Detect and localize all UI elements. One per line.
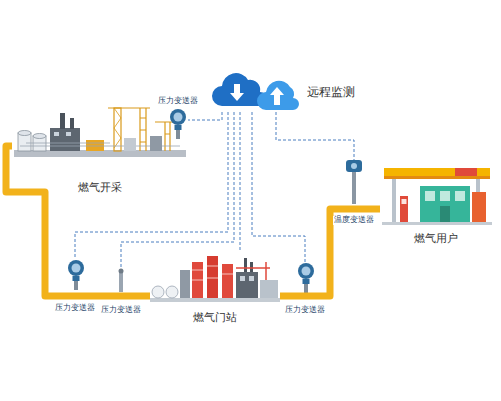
signal-link [188,112,222,120]
node-label: 燃气门站 [192,312,238,325]
remote-monitor: 远程监测 [212,74,300,112]
node-label: 温度变送器 [333,216,375,225]
node-label: 远程监测 [306,86,356,100]
signal-link [75,112,228,258]
pressure-transmitter-icon [68,260,84,290]
temperature-transmitter: 温度变送器 [343,160,365,204]
pressure-transmitter: 压力变送器 [115,268,127,292]
gas-plant: 燃气开采 [12,108,187,158]
pressure-transmitter: 压力变送器 [66,258,84,290]
node-label: 压力变送器 [100,306,142,315]
pressure-pole-icon [119,269,124,293]
signal-link [252,112,305,262]
signal-link [276,112,354,160]
node-label: 燃气用户 [413,233,459,246]
gas-user: 燃气用户 [380,168,492,225]
pressure-transmitter: 压力变送器 [296,262,314,292]
node-label: 压力变送器 [54,304,96,313]
gate-station: 燃气门站 [150,250,280,302]
node-label: 压力变送器 [157,97,199,106]
pressure-transmitter-icon [298,263,314,293]
node-label: 压力变送器 [284,306,326,315]
node-label: 燃气开采 [77,182,123,195]
gas-user-illustration [382,168,492,225]
cloud-icon [212,73,299,110]
gate-station-illustration [150,256,280,302]
pressure-transmitter: 压力变送器 [168,108,188,132]
signal-link [240,112,241,250]
gas-plant-illustration [14,108,186,157]
signal-link [121,112,234,268]
temperature-transmitter-icon [346,160,362,204]
gas-pipeline [6,146,150,296]
gas-pipeline [280,209,380,296]
pressure-transmitter-icon [170,109,186,139]
